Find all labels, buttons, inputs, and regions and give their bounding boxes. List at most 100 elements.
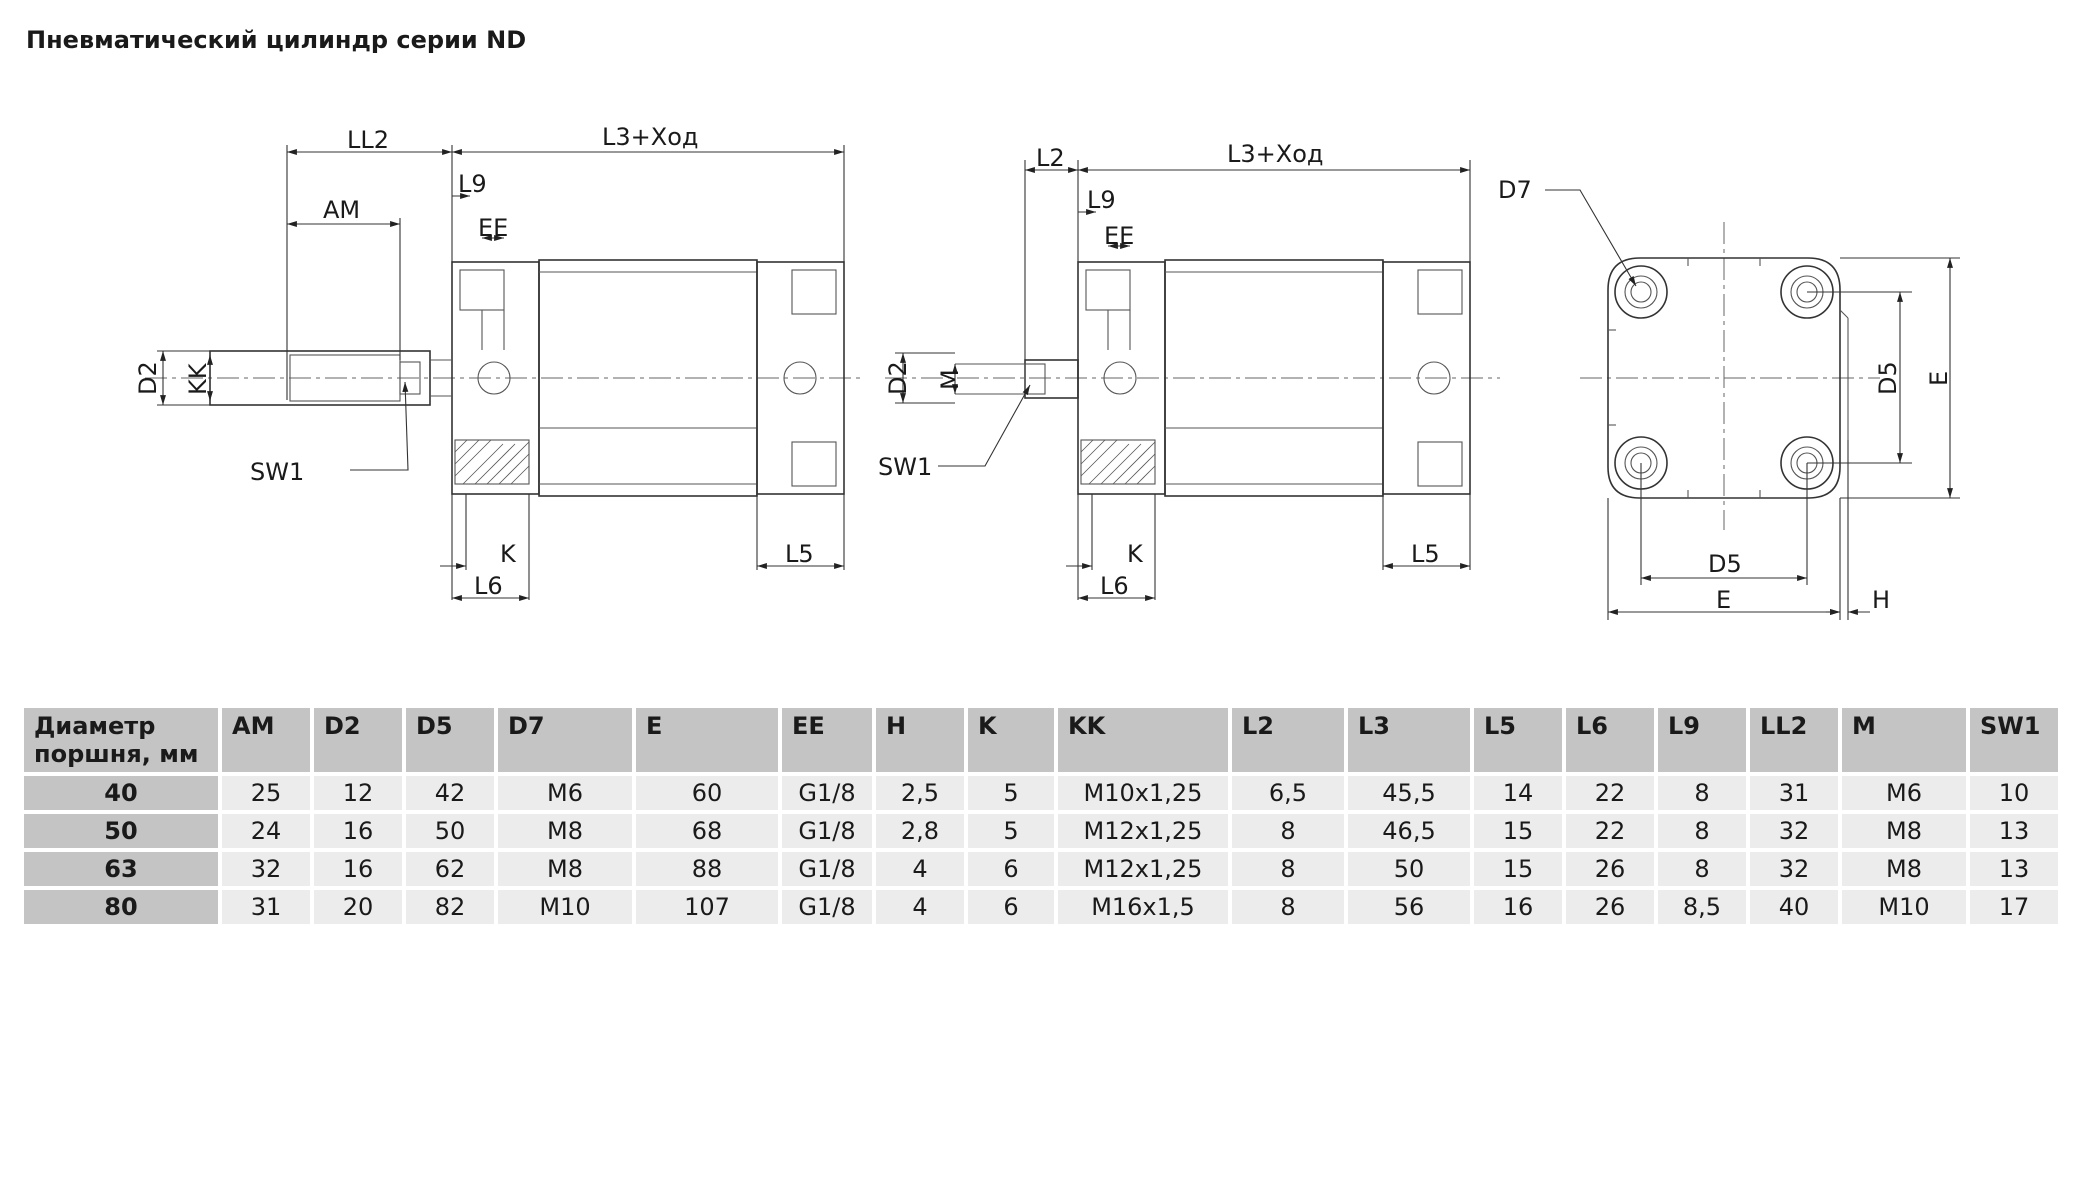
cell-d5: 82 xyxy=(406,890,494,924)
label-l9: L9 xyxy=(458,170,487,198)
cell-l3: 56 xyxy=(1348,890,1470,924)
cell-e: 88 xyxy=(636,852,778,886)
cell-k: 5 xyxy=(968,776,1054,810)
cell-l9: 8 xyxy=(1658,776,1746,810)
header-sw1: SW1 xyxy=(1970,708,2058,772)
label-l3-stroke-2: L3+Ход xyxy=(1227,140,1323,168)
cell-l2: 8 xyxy=(1232,852,1344,886)
side-view-female-rod: L2 L3+Ход L9 EE D2 M SW1 K L5 L6 xyxy=(878,140,1500,601)
label-l5-2: L5 xyxy=(1411,540,1440,568)
cell-l3: 50 xyxy=(1348,852,1470,886)
cell-h: 2,5 xyxy=(876,776,964,810)
cell-d7: M8 xyxy=(498,814,632,848)
label-l6-2: L6 xyxy=(1100,572,1129,600)
dimensions-table: Диаметр поршня, мм AM D2 D5 D7 E EE H K … xyxy=(20,704,2062,928)
cell-sw1: 13 xyxy=(1970,814,2058,848)
cell-l2: 8 xyxy=(1232,890,1344,924)
cell-ll2: 31 xyxy=(1750,776,1838,810)
label-d2-2: D2 xyxy=(884,361,912,395)
cell-am: 31 xyxy=(222,890,310,924)
table-row: 63 32 16 62 M8 88 G1/8 4 6 M12x1,25 8 50… xyxy=(24,852,2058,886)
cell-l6: 22 xyxy=(1566,814,1654,848)
row-diameter: 40 xyxy=(24,776,218,810)
cell-l3: 46,5 xyxy=(1348,814,1470,848)
cell-d7: M8 xyxy=(498,852,632,886)
label-l2: L2 xyxy=(1036,144,1065,172)
cell-am: 25 xyxy=(222,776,310,810)
header-d5: D5 xyxy=(406,708,494,772)
cell-k: 5 xyxy=(968,814,1054,848)
cell-l6: 22 xyxy=(1566,776,1654,810)
cell-l5: 14 xyxy=(1474,776,1562,810)
header-m: M xyxy=(1842,708,1966,772)
cell-d5: 50 xyxy=(406,814,494,848)
cell-l6: 26 xyxy=(1566,890,1654,924)
cell-d2: 20 xyxy=(314,890,402,924)
label-m: M xyxy=(936,369,964,390)
cell-d2: 12 xyxy=(314,776,402,810)
cell-kk: M16x1,5 xyxy=(1058,890,1228,924)
end-view: D7 D5 E D5 E H xyxy=(1498,176,1960,620)
cell-m: M8 xyxy=(1842,852,1966,886)
side-view-male-rod: LL2 L3+Ход L9 EE AM D2 KK SW1 K L5 L6 xyxy=(134,123,860,601)
cell-l2: 8 xyxy=(1232,814,1344,848)
cell-d2: 16 xyxy=(314,814,402,848)
cell-h: 4 xyxy=(876,852,964,886)
cell-d5: 62 xyxy=(406,852,494,886)
cell-ee: G1/8 xyxy=(782,852,872,886)
table-row: 50 24 16 50 M8 68 G1/8 2,8 5 M12x1,25 8 … xyxy=(24,814,2058,848)
cell-l9: 8,5 xyxy=(1658,890,1746,924)
label-am: AM xyxy=(323,196,360,224)
label-kk: KK xyxy=(184,362,212,395)
label-d2: D2 xyxy=(134,361,162,395)
header-l9: L9 xyxy=(1658,708,1746,772)
label-d5-horizontal: D5 xyxy=(1708,550,1742,578)
cell-l5: 16 xyxy=(1474,890,1562,924)
label-e-horizontal: E xyxy=(1716,586,1731,614)
header-l5: L5 xyxy=(1474,708,1562,772)
cell-e: 68 xyxy=(636,814,778,848)
header-l3: L3 xyxy=(1348,708,1470,772)
cell-am: 32 xyxy=(222,852,310,886)
header-am: AM xyxy=(222,708,310,772)
label-l6: L6 xyxy=(474,572,503,600)
cell-d2: 16 xyxy=(314,852,402,886)
cell-e: 60 xyxy=(636,776,778,810)
cell-kk: M12x1,25 xyxy=(1058,852,1228,886)
cell-sw1: 17 xyxy=(1970,890,2058,924)
header-ee: EE xyxy=(782,708,872,772)
header-l2: L2 xyxy=(1232,708,1344,772)
header-piston-diameter: Диаметр поршня, мм xyxy=(24,708,218,772)
cell-l2: 6,5 xyxy=(1232,776,1344,810)
table-header-row: Диаметр поршня, мм AM D2 D5 D7 E EE H K … xyxy=(24,708,2058,772)
header-k: K xyxy=(968,708,1054,772)
cell-e: 107 xyxy=(636,890,778,924)
label-e-vertical: E xyxy=(1925,371,1953,386)
cell-d7: M10 xyxy=(498,890,632,924)
label-l3-stroke: L3+Ход xyxy=(602,123,698,151)
cell-ll2: 40 xyxy=(1750,890,1838,924)
label-sw1-2: SW1 xyxy=(878,453,932,481)
row-diameter: 63 xyxy=(24,852,218,886)
cell-h: 2,8 xyxy=(876,814,964,848)
cell-ee: G1/8 xyxy=(782,776,872,810)
header-kk: KK xyxy=(1058,708,1228,772)
cell-l3: 45,5 xyxy=(1348,776,1470,810)
cell-ll2: 32 xyxy=(1750,814,1838,848)
table-row: 40 25 12 42 M6 60 G1/8 2,5 5 M10x1,25 6,… xyxy=(24,776,2058,810)
table-row: 80 31 20 82 M10 107 G1/8 4 6 M16x1,5 8 5… xyxy=(24,890,2058,924)
cell-ll2: 32 xyxy=(1750,852,1838,886)
label-l9-2: L9 xyxy=(1087,186,1116,214)
cell-k: 6 xyxy=(968,852,1054,886)
label-ll2: LL2 xyxy=(347,126,389,154)
cell-sw1: 10 xyxy=(1970,776,2058,810)
header-h: H xyxy=(876,708,964,772)
header-d7: D7 xyxy=(498,708,632,772)
header-e: E xyxy=(636,708,778,772)
label-ee: EE xyxy=(478,214,508,242)
label-k: K xyxy=(500,540,517,568)
label-ee-2: EE xyxy=(1104,222,1134,250)
cell-m: M10 xyxy=(1842,890,1966,924)
cell-l5: 15 xyxy=(1474,852,1562,886)
row-diameter: 50 xyxy=(24,814,218,848)
